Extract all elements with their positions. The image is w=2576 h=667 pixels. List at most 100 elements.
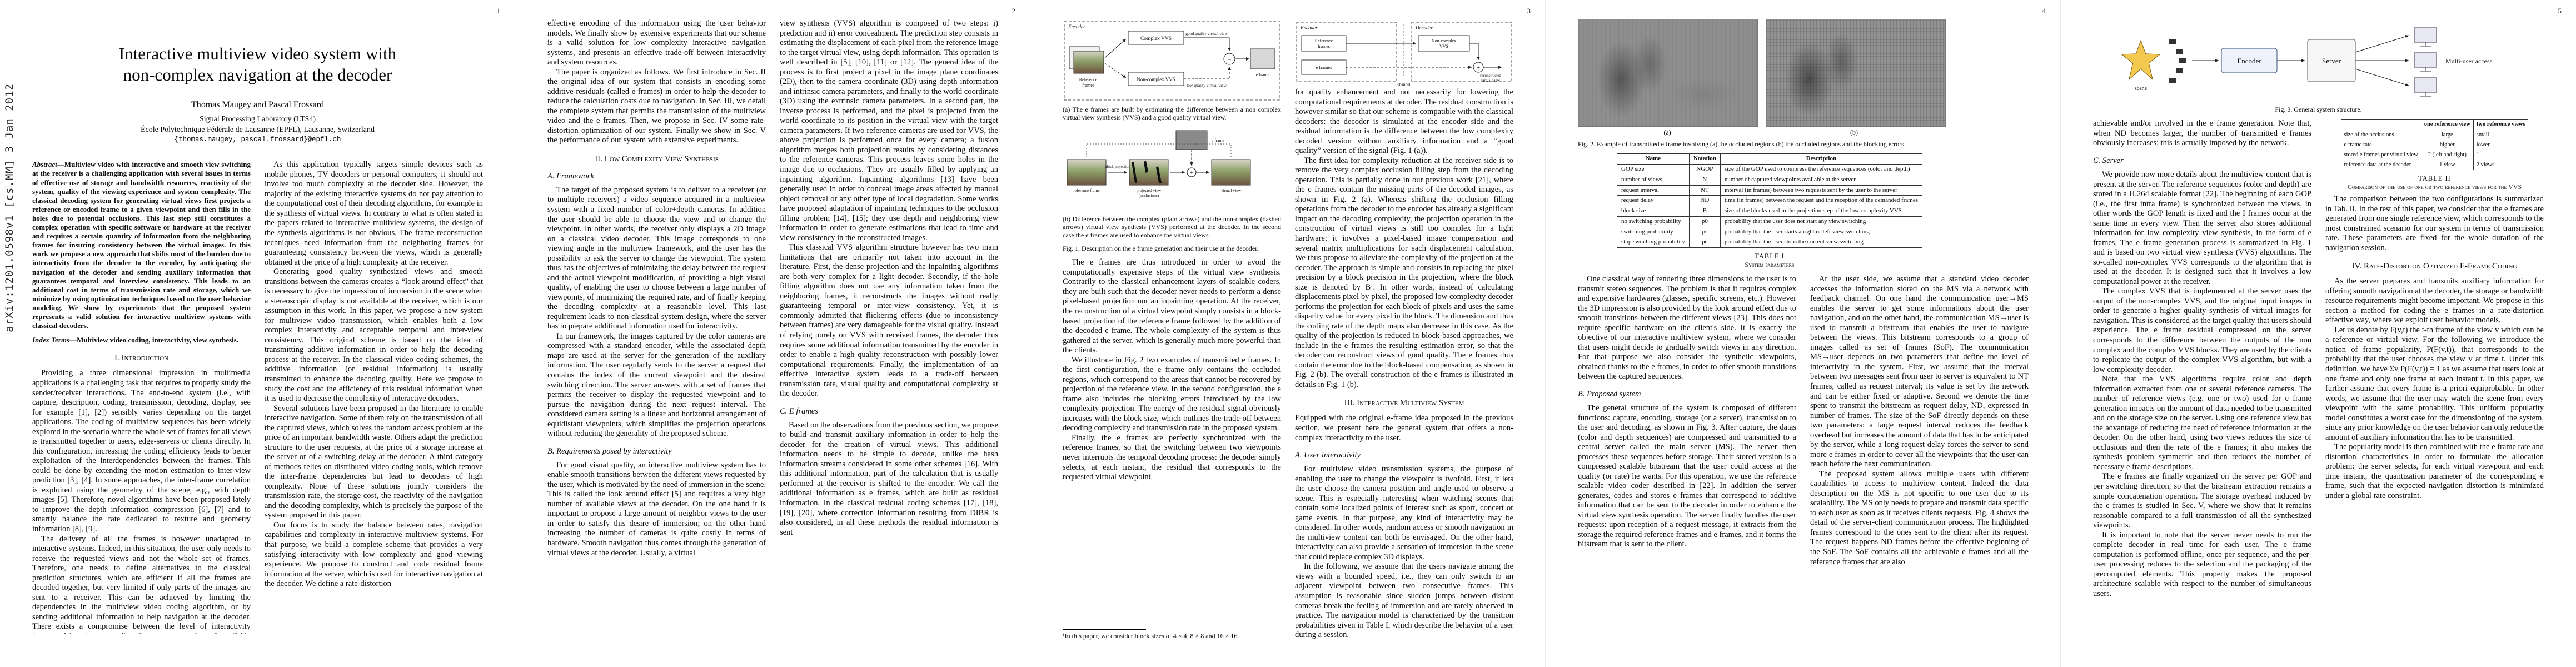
page-3-columns: Encoder Reference frames Complex VVS Non… xyxy=(1063,19,1513,640)
paragraph: The paper is organized as follows. We fi… xyxy=(547,67,766,145)
paragraph: effective encoding of this information u… xyxy=(547,19,766,67)
affiliation: Signal Processing Laboratory (LTS4) Écol… xyxy=(32,115,483,145)
proposed-system-paragraphs-right: At the user side, we assume that a stand… xyxy=(1810,275,2029,567)
table-cell: 1 view xyxy=(2420,159,2474,171)
table-cell: stored e frames per virtual view xyxy=(2340,149,2421,160)
table-cell: block size xyxy=(1616,206,1690,217)
paragraph: For multiview video transmission systems… xyxy=(1295,465,1513,561)
proposed-system-paragraphs-end: achievable and/or involved in the e fram… xyxy=(2093,119,2311,148)
section-3-intro: Equipped with the original e-frame idea … xyxy=(1295,414,1513,442)
paragraph: Generating good quality synthesized view… xyxy=(265,267,483,404)
fig1c-channel-label: channel xyxy=(1397,82,1410,87)
fig1b-plus-op: + xyxy=(1190,170,1193,176)
user-interactivity-paragraphs: For multiview video transmission systems… xyxy=(1295,465,1513,640)
paragraph: Note that the VVS algorithms require col… xyxy=(2093,375,2311,471)
table-header-cell: two reference views xyxy=(2473,119,2529,130)
table-header-cell: Description xyxy=(1720,153,1923,165)
intro-paragraphs-right: As this application typically targets si… xyxy=(265,160,483,589)
monitor-icon xyxy=(2414,77,2437,97)
user-interactivity-paragraphs-2: One classical way of rendering three dim… xyxy=(1578,275,1796,382)
table-cell: number of captured viewpoints available … xyxy=(1720,174,1923,186)
index-terms-label: Index Terms— xyxy=(32,336,77,345)
page-2-left-column: effective encoding of this information u… xyxy=(547,19,766,640)
fig3-access-label: Multi-user access xyxy=(2445,57,2493,65)
table-cell: probability that the user stops the curr… xyxy=(1720,237,1923,248)
fig1a-encoder-label: Encoder xyxy=(1068,24,1085,29)
footnote-text: ¹In this paper, we consider block sizes … xyxy=(1063,632,1239,640)
figure-1b-diagram: reference frame block projection project… xyxy=(1067,130,1251,198)
figure-1b-caption: (b) Difference between the complex (plai… xyxy=(1063,215,1281,239)
paragraph: It is important to note that the server … xyxy=(2093,530,2311,598)
paragraph: For good visual quality, an interactive … xyxy=(547,460,766,558)
affiliation-institute: École Polytechnique Fédérale de Lausanne… xyxy=(140,125,375,134)
figure-2-image-a xyxy=(1578,19,1758,127)
framework-paragraphs: The target of the proposed system is to … xyxy=(547,186,766,439)
abstract-label: Abstract— xyxy=(32,160,64,169)
table-cell: ps xyxy=(1688,226,1721,238)
server-paragraphs: We provide now more details about the mu… xyxy=(2093,170,2311,599)
page-number: 2 xyxy=(1012,7,1016,15)
eframes-paragraphs-right: for quality enhancement and not necessar… xyxy=(1295,88,1513,390)
page-number: 4 xyxy=(2042,7,2046,15)
figure-2-image-b xyxy=(1766,19,1946,127)
page-2-content: effective encoding of this information u… xyxy=(547,19,998,640)
table-2-title: Comparison of the use of one or two refe… xyxy=(2347,183,2522,191)
subsection-eframes: C. E frames xyxy=(780,406,818,416)
authors: Thomas Maugey and Pascal Frossard xyxy=(191,99,325,109)
paragraph: The first idea for complexity reduction … xyxy=(1295,156,1513,389)
table-cell: size of the GOP used to compress the ref… xyxy=(1720,164,1923,175)
title-line-2: non-complex navigation at the decoder xyxy=(123,64,392,84)
requirements-paragraphs-left: For good visual quality, an interactive … xyxy=(547,461,766,558)
table-cell: p0 xyxy=(1688,216,1721,227)
table-cell: N xyxy=(1688,174,1721,186)
figure-3-diagram: scene Encoder Server xyxy=(2120,27,2493,97)
paragraph: In the following, we assume that the use… xyxy=(1295,562,1513,640)
table-cell: e frame rate xyxy=(2340,139,2421,150)
table-cell: request delay xyxy=(1616,195,1690,207)
fig1c-eframes-box: e frames xyxy=(1316,64,1332,70)
table-cell: B xyxy=(1688,206,1721,217)
page-3: 3 Encoder xyxy=(1030,0,1546,667)
table-cell: small xyxy=(2473,129,2529,140)
table-cell: probability that the user starts a right… xyxy=(1720,226,1923,238)
figure-1c-diagram: Encoder Reference frames e frames channe… xyxy=(1296,22,1512,87)
intro-end-paragraphs: effective encoding of this information u… xyxy=(547,19,766,146)
fig1a-eframe-label: e frame xyxy=(1256,72,1270,77)
paragraph: The e frames are finally organized on th… xyxy=(2093,472,2311,530)
fig1c-plus-op: + xyxy=(1477,64,1480,71)
table-cell: size of the occlusions xyxy=(2340,129,2421,140)
paragraph: Based on the observations from the previ… xyxy=(780,420,998,537)
paragraph: achievable and/or involved in the e fram… xyxy=(2093,119,2311,148)
subsection-user-interactivity: A. User interactivity xyxy=(1295,451,1361,460)
page-5-left-column: achievable and/or involved in the e fram… xyxy=(2093,119,2311,636)
page-5-columns: achievable and/or involved in the e fram… xyxy=(2093,119,2544,636)
paragraph: The e frames are thus introduced in orde… xyxy=(1063,258,1281,355)
figure-3: scene Encoder Server xyxy=(2102,19,2535,113)
section-heading-interactive-system: III. Interactive Multiview System xyxy=(1344,399,1464,408)
fig1b-ref-label: reference frame xyxy=(1073,188,1100,193)
page-4-left-column: One classical way of rendering three dim… xyxy=(1578,275,1796,619)
fig1c-ref-label-2: frames xyxy=(1318,44,1330,49)
table-cell: NT xyxy=(1688,185,1721,196)
paragraph: Let us denote by F(v,t) the t-th frame o… xyxy=(2325,325,2544,442)
page-2: 2 effective encoding of this information… xyxy=(515,0,1030,667)
figure-2-sublabels: (a) (b) xyxy=(1578,128,2029,137)
paragraph: As this application typically targets si… xyxy=(265,160,483,267)
paragraph: The delivery of all the frames is howeve… xyxy=(32,534,251,634)
fig1c-out-label-2: virtual view xyxy=(1481,78,1501,83)
page-3-right-column: Encoder Reference frames e frames channe… xyxy=(1295,19,1513,640)
figure-1a-diagram: Encoder Reference frames Complex VVS Non… xyxy=(1064,21,1280,101)
table-cell: ND xyxy=(1688,195,1721,207)
table-header-cell: Name xyxy=(1616,153,1690,165)
